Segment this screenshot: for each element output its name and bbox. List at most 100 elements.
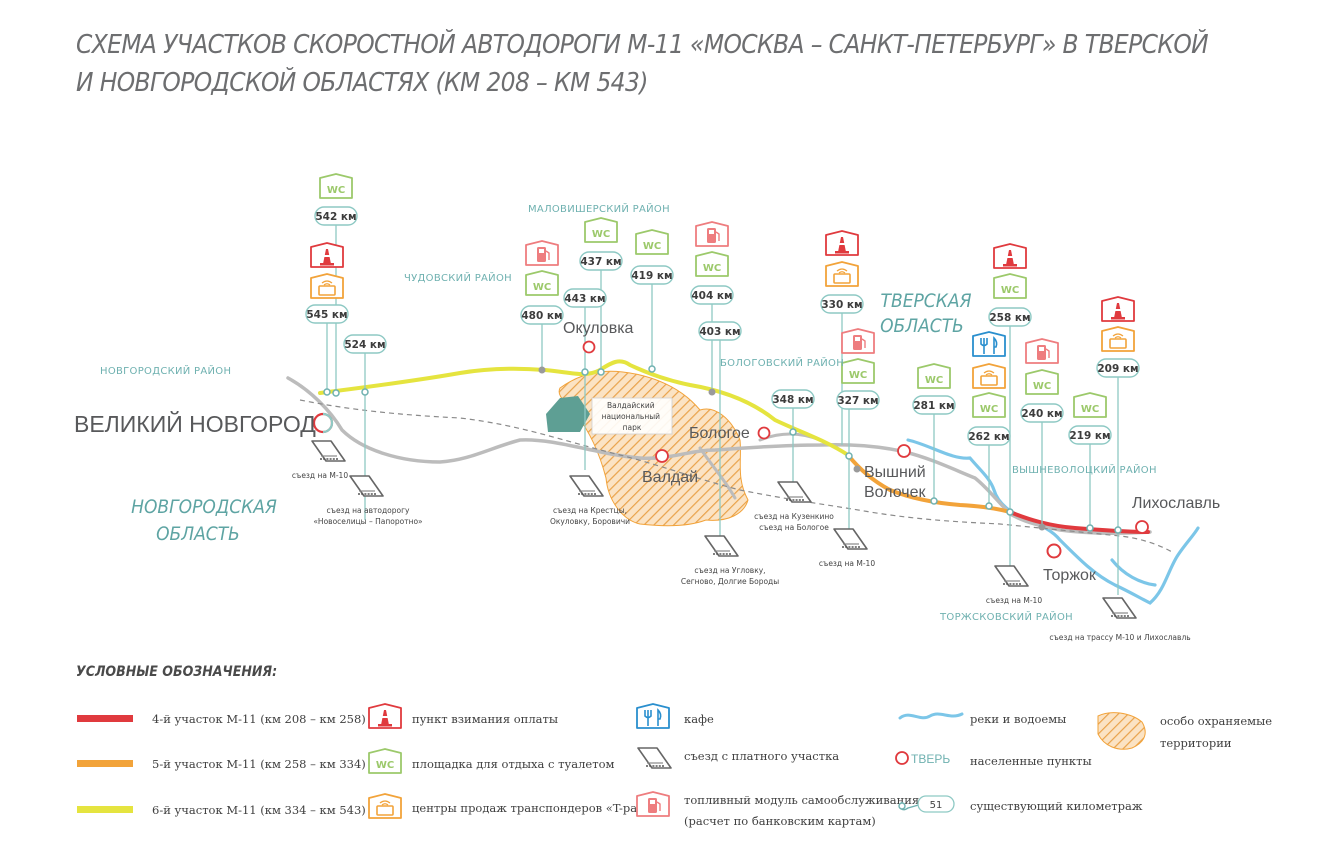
exit-icon: [637, 747, 672, 769]
settlement-markers: [312, 340, 1149, 559]
svg-text:WC: WC: [849, 370, 867, 381]
exit-icon: [1102, 597, 1137, 619]
km-label-545: 545 км: [305, 304, 349, 324]
settlement-marker-vyshny-volochek: [897, 444, 911, 458]
km-label-258: 258 км: [988, 307, 1032, 327]
svg-text:443 км: 443 км: [564, 293, 605, 305]
svg-text:209 км: 209 км: [1097, 363, 1138, 375]
svg-text:WC: WC: [703, 263, 721, 274]
svg-text:топливный модуль самообслужива: топливный модуль самообслуживания(расчет…: [684, 793, 919, 828]
wc-icon: WC: [1025, 369, 1059, 395]
km-labels: 542 км 545 км 524 км 480 км 443 км 437 к…: [305, 206, 1140, 446]
svg-text:реки и водоемы: реки и водоемы: [970, 712, 1066, 726]
settlement-marker-valday: [655, 449, 669, 463]
legend: УСЛОВНЫЕ ОБОЗНАЧЕНИЯ: 4-й участок М-11 (…: [76, 664, 1272, 828]
m11-section-4: [1008, 510, 1150, 534]
toll-icon: [310, 242, 344, 268]
svg-text:WC: WC: [1081, 404, 1099, 415]
km-label-240: 240 км: [1020, 403, 1064, 423]
svg-text:281 км: 281 км: [913, 400, 954, 412]
map-service-icons: WC WC WC WC WC WC WC WC WC WC WC: [310, 173, 1135, 418]
exit-label: съезд на Угловку,Сегново, Долгие Бороды: [681, 566, 779, 586]
wc-icon: WC: [695, 251, 729, 277]
interchange-dots: [538, 366, 1046, 531]
svg-text:существующий километраж: существующий километраж: [970, 799, 1143, 813]
wc-icon: WC: [972, 392, 1006, 418]
exits: съезд на М-10 съезд на автодорогу«Новосе…: [292, 440, 1191, 642]
city-label-torzhok: Торжок: [1043, 567, 1097, 584]
toll-icon: [993, 243, 1027, 269]
svg-text:6-й участок М-11 (км 334 – км: 6-й участок М-11 (км 334 – км 543): [152, 803, 366, 817]
svg-text:Валдайский национальный: Валдайский национальный парк: [602, 401, 663, 432]
km-label-348: 348 км: [771, 389, 815, 409]
settlement-marker-veliky-novgorod: [312, 412, 334, 434]
svg-text:WC: WC: [533, 282, 551, 293]
city-label-likhoslavl: Лихославль: [1132, 495, 1220, 512]
legend-item-section-6: 6-й участок М-11 (км 334 – км 543): [77, 803, 366, 817]
title-line-2: И НОВГОРОДСКОЙ ОБЛАСТЯХ (КМ 208 – КМ 543…: [76, 68, 648, 98]
km-label-403: 403 км: [698, 321, 742, 341]
legend-item-km: 51 существующий километраж: [898, 795, 1143, 813]
legend-item-exit: съезд с платного участка: [637, 747, 839, 769]
region-label: МАЛОВИШЕРСКИЙ РАЙОН: [528, 202, 670, 215]
legend-item-settlements: ТВЕРЬ населенные пункты: [895, 751, 1092, 768]
river-branch: [1110, 558, 1157, 587]
km-label-219: 219 км: [1068, 425, 1112, 445]
toll-icon: [825, 230, 859, 256]
svg-text:WC: WC: [592, 229, 610, 240]
region-label: БОЛОГОВСКИЙ РАЙОН: [720, 356, 844, 369]
svg-text:WC: WC: [327, 185, 345, 196]
km-label-524: 524 км: [343, 334, 387, 354]
settlement-sample-label: ТВЕРЬ: [911, 752, 950, 766]
km-label-419: 419 км: [630, 265, 674, 285]
city-label-okulovka: Окуловка: [563, 320, 634, 337]
svg-text:219 км: 219 км: [1069, 430, 1110, 442]
legend-item-cafe: кафе: [636, 703, 714, 729]
km-marker-dots: [323, 365, 1122, 534]
km-label-437: 437 км: [579, 251, 623, 271]
legend-item-tpass: центры продаж транспондеров «T-pass»: [368, 793, 656, 819]
svg-text:WC: WC: [376, 760, 394, 771]
wc-icon: WC: [1073, 392, 1107, 418]
km-label-281: 281 км: [912, 395, 956, 415]
svg-text:419 км: 419 км: [631, 270, 672, 282]
exit-label: съезд на М-10: [292, 471, 348, 480]
region-label: ВЫШНЕВОЛОЦКИЙ РАЙОН: [1012, 463, 1157, 476]
wc-icon: WC: [993, 273, 1027, 299]
svg-text:WC: WC: [643, 241, 661, 252]
fuel-icon: [841, 328, 875, 354]
city-label-bologoe: Бологое: [689, 425, 750, 442]
svg-text:населенные пункты: населенные пункты: [970, 754, 1092, 768]
river-sample: [898, 712, 964, 720]
legend-item-toll: пункт взимания оплаты: [368, 703, 558, 729]
settlement-marker-torzhok: [1046, 543, 1062, 559]
exit-icon: [569, 475, 604, 497]
wc-icon: WC: [917, 363, 951, 389]
svg-text:403 км: 403 км: [699, 326, 740, 338]
settlement-marker-okulovka: [582, 340, 596, 354]
toll-icon: [368, 703, 402, 729]
railway-line: [299, 399, 1173, 553]
tpass-icon: [368, 793, 402, 819]
svg-text:центры продаж транспондеров «T: центры продаж транспондеров «T-pass»: [412, 801, 656, 815]
svg-text:WC: WC: [1001, 285, 1019, 296]
svg-text:545 км: 545 км: [306, 309, 347, 321]
km-label-480: 480 км: [520, 305, 564, 325]
park-callout: Валдайский национальный парк: [591, 397, 673, 435]
exit-icon: [311, 440, 346, 462]
km-label-404: 404 км: [690, 285, 734, 305]
wc-icon: WC: [635, 229, 669, 255]
city-label-valday: Валдай: [642, 469, 698, 486]
legend-item-wc: WC площадка для отдыха с туалетом: [368, 748, 615, 774]
svg-text:240 км: 240 км: [1021, 408, 1062, 420]
fuel-icon: [525, 240, 559, 266]
tpass-icon: [972, 363, 1006, 389]
exit-icon: [349, 475, 384, 497]
region-label: ЧУДОВСКИЙ РАЙОН: [404, 271, 512, 284]
m11-section-6: [318, 359, 850, 457]
exit-icon: [704, 535, 739, 557]
